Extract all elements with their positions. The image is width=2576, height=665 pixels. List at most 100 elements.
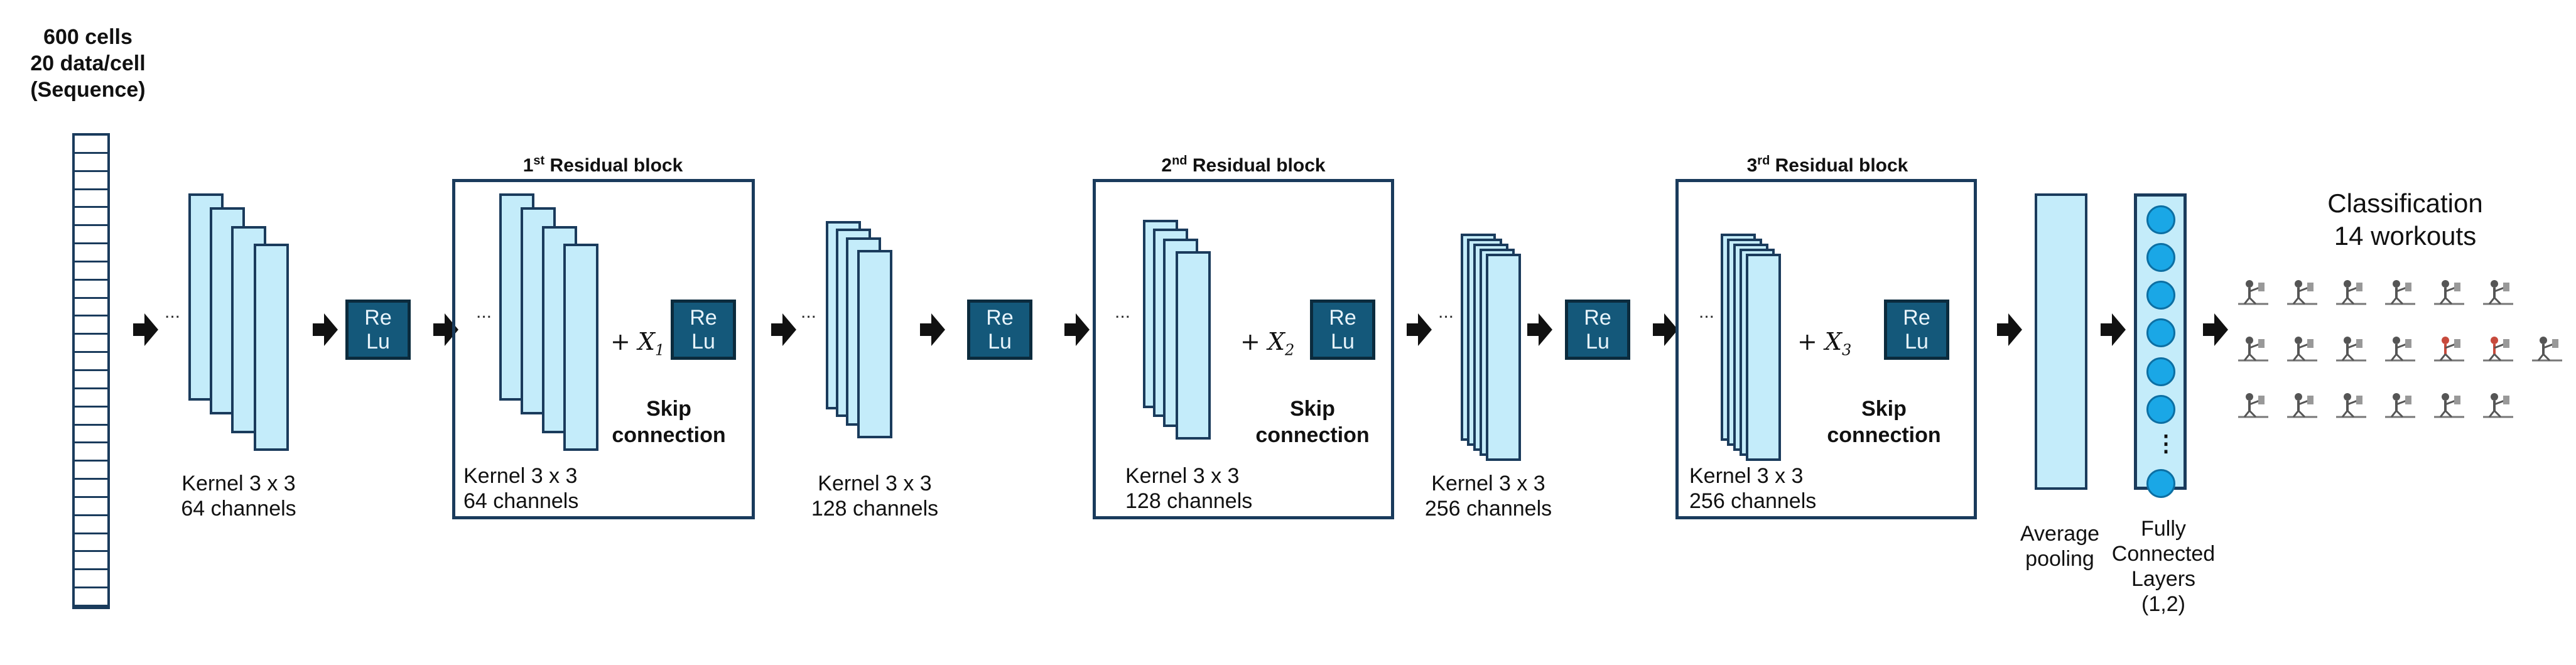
sequence-cell	[75, 190, 107, 208]
sequence-cell	[75, 443, 107, 462]
relu-text: Lu	[366, 330, 390, 354]
workout-icon	[2236, 333, 2271, 362]
conv-layer	[254, 244, 289, 451]
workout-icon	[2334, 389, 2369, 418]
arrow-icon	[1527, 313, 1552, 346]
residual-add-text: + X	[1240, 328, 1285, 355]
fc-line1: Fully	[2141, 517, 2186, 541]
block2-title: 2nd Residual block	[1093, 154, 1394, 176]
fc-line3: Layers	[2131, 567, 2196, 591]
sequence-cell	[75, 462, 107, 480]
neuron-node	[2146, 469, 2175, 498]
ellipsis: ...	[1438, 301, 1454, 322]
arrow-icon	[1064, 313, 1090, 346]
workout-icon	[2285, 333, 2320, 362]
workout-icon	[2432, 389, 2467, 418]
arrow-icon	[433, 313, 458, 346]
block2-kernel: Kernel 3 x 3	[1125, 464, 1240, 488]
conv3-caption: Kernel 3 x 3 256 channels	[1410, 471, 1567, 521]
neuron-node	[2146, 395, 2175, 424]
conv2-kernel: Kernel 3 x 3	[818, 472, 932, 495]
conv-layer	[563, 244, 598, 451]
fc-caption: Fully Connected Layers (1,2)	[2104, 516, 2223, 617]
sequence-cell	[75, 389, 107, 408]
conv1-kernel: Kernel 3 x 3	[181, 472, 296, 495]
neuron-node	[2146, 357, 2175, 386]
skip-line2: connection	[1255, 423, 1370, 447]
fully-connected-layer: ⋮	[2134, 193, 2187, 498]
workout-icon	[2481, 333, 2516, 362]
pooling-line2: pooling	[2025, 547, 2094, 571]
skip-line1: Skip	[1290, 397, 1335, 421]
skip-line1: Skip	[1861, 397, 1907, 421]
workout-icon	[2481, 276, 2516, 305]
residual-add: + X3	[1797, 328, 1851, 359]
residual-add-sub: 2	[1284, 341, 1295, 359]
relu-text: Re	[1584, 306, 1611, 330]
relu-text: Lu	[1331, 330, 1355, 354]
residual-add-sub: 1	[654, 341, 665, 359]
classification-line2: 14 workouts	[2334, 221, 2477, 251]
classification-title: Classification 14 workouts	[2261, 187, 2550, 252]
workout-icon	[2334, 333, 2369, 362]
conv-layer	[1746, 254, 1781, 461]
block2-ordinal: 2	[1161, 155, 1172, 176]
conv3-channels: 256 channels	[1424, 497, 1552, 521]
workout-icon	[2383, 333, 2418, 362]
workout-icon	[2236, 389, 2271, 418]
residual-add-sub: 3	[1841, 341, 1852, 359]
ellipsis: ...	[1115, 301, 1131, 322]
arrow-icon	[1997, 313, 2022, 346]
block2-title-text: Residual block	[1187, 155, 1326, 176]
conv1-caption: Kernel 3 x 3 64 channels	[160, 471, 317, 521]
skip-line1: Skip	[646, 397, 691, 421]
arrow-icon	[313, 313, 338, 346]
block3-ordinal: 3	[1746, 155, 1758, 176]
conv-layer	[857, 250, 892, 438]
block3-kernel: Kernel 3 x 3	[1689, 464, 1804, 488]
neuron-node	[2146, 281, 2175, 310]
relu-text: Re	[986, 306, 1014, 330]
arrow-icon	[1407, 313, 1432, 346]
neuron-node	[2146, 205, 2175, 234]
pooling-caption: Average pooling	[1997, 521, 2123, 571]
sequence-cell	[75, 136, 107, 154]
residual-block-1	[452, 179, 755, 519]
block1-title-text: Residual block	[544, 155, 683, 176]
block1-caption: Kernel 3 x 3 64 channels	[463, 463, 578, 514]
workout-icon	[2383, 276, 2418, 305]
relu-text: Re	[364, 306, 392, 330]
sequence-cell	[75, 244, 107, 262]
input-sequence	[72, 133, 110, 609]
conv3-kernel: Kernel 3 x 3	[1431, 472, 1545, 495]
workout-icon	[2530, 333, 2565, 362]
pooling-line1: Average	[2020, 522, 2100, 546]
block2-caption: Kernel 3 x 3 128 channels	[1125, 463, 1252, 514]
sequence-cell	[75, 408, 107, 426]
workout-icon	[2285, 276, 2320, 305]
classification-line1: Classification	[2327, 188, 2483, 218]
sequence-cell	[75, 154, 107, 172]
input-label: 600 cells 20 data/cell (Sequence)	[19, 24, 157, 103]
conv-layer	[1486, 254, 1521, 461]
neuron-node	[2146, 243, 2175, 272]
block2-channels: 128 channels	[1125, 489, 1253, 513]
sequence-cell	[75, 480, 107, 498]
conv2-channels: 128 channels	[811, 497, 939, 521]
arrow-icon	[133, 313, 158, 346]
block3-channels: 256 channels	[1689, 489, 1817, 513]
sequence-cell	[75, 316, 107, 335]
sequence-cell	[75, 426, 107, 444]
arrow-icon	[1653, 313, 1678, 346]
fc-line2: Connected	[2111, 542, 2216, 566]
ellipsis: ...	[1699, 301, 1715, 322]
ellipsis: ...	[801, 301, 817, 322]
average-pooling-layer	[2035, 193, 2087, 490]
